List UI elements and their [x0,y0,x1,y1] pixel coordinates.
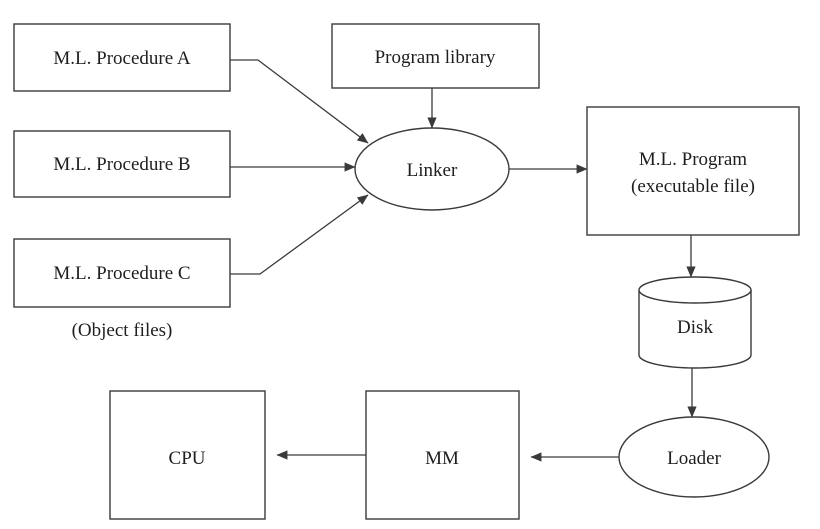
node-program-label-2: (executable file) [631,176,755,197]
node-cpu-label: CPU [169,448,206,469]
node-program: M.L. Program (executable file) [586,106,800,236]
node-disk-label: Disk [677,317,713,338]
node-mm-label: MM [425,448,459,469]
node-proc-a-label: M.L. Procedure A [53,48,190,69]
node-proc-b: M.L. Procedure B [13,130,231,198]
node-linker-label: Linker [407,160,458,181]
node-library: Program library [331,23,540,89]
node-loader-label: Loader [667,448,721,469]
object-files-caption: (Object files) [72,320,173,341]
node-loader: Loader [618,416,770,498]
node-mm: MM [365,390,520,520]
edge-proc-a-to-linker [230,59,369,144]
node-proc-c: M.L. Procedure C [13,238,231,308]
edge-proc-c-to-linker [230,194,369,275]
node-library-label: Program library [375,47,496,68]
node-program-label-1: M.L. Program [639,149,747,170]
node-proc-a: M.L. Procedure A [13,23,231,92]
node-disk: Disk [638,276,752,369]
node-proc-c-label: M.L. Procedure C [53,263,190,284]
node-cpu: CPU [109,390,266,520]
node-linker: Linker [354,127,510,211]
node-proc-b-label: M.L. Procedure B [53,154,190,175]
